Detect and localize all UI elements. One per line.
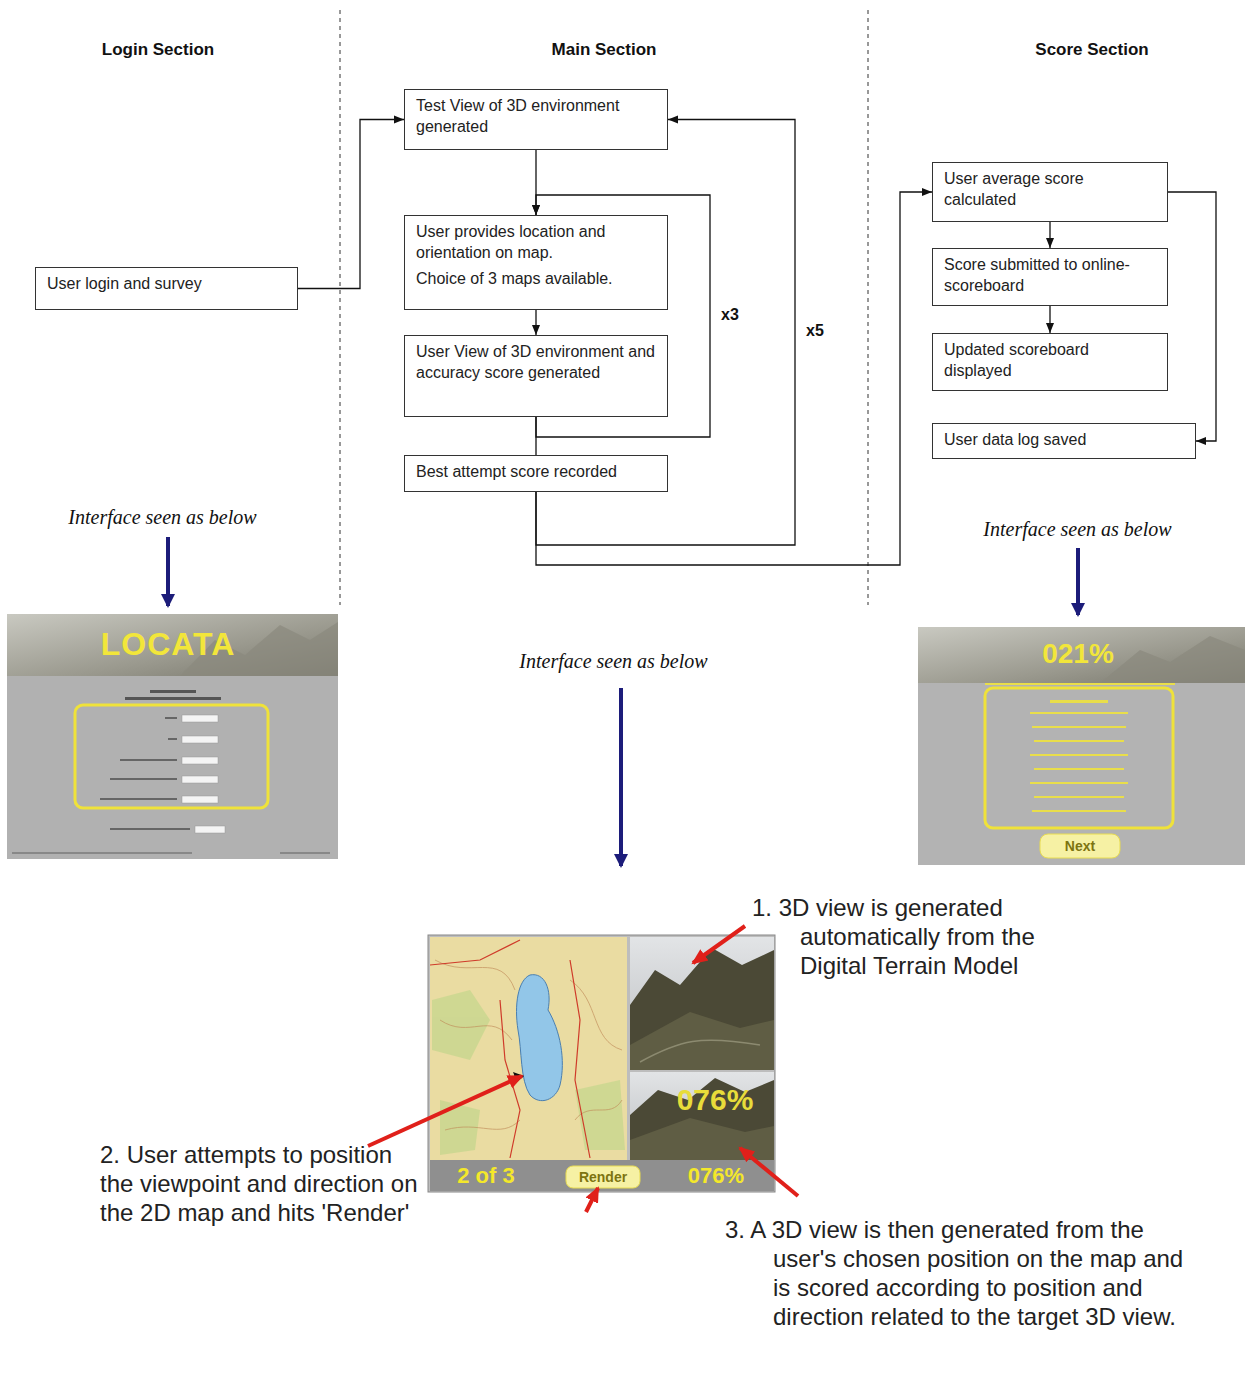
- process-box: User login and survey: [35, 267, 298, 310]
- connector: [535, 310, 536, 335]
- process-box: Updated scoreboard displayed: [932, 333, 1168, 391]
- interface-note: Interface seen as below: [40, 506, 285, 529]
- next-button: Next: [1040, 835, 1120, 857]
- process-box: Test View of 3D environment generated: [404, 89, 668, 150]
- interface-note: Interface seen as below: [955, 518, 1200, 541]
- section-heading: Score Section: [1030, 40, 1154, 60]
- app-logo: LOCATA: [88, 626, 248, 663]
- box-text: Best attempt score recorded: [416, 461, 656, 482]
- score-percent: 076%: [660, 1083, 770, 1117]
- box-text: User average score calculated: [944, 168, 1156, 210]
- process-box: Best attempt score recorded: [404, 455, 668, 492]
- box-text: Score submitted to online-scoreboard: [944, 254, 1156, 296]
- loop-count: x5: [804, 322, 826, 340]
- score-screenshot: [918, 627, 1245, 865]
- box-text: User login and survey: [47, 273, 286, 294]
- annotation: 3. A 3D view is then generated from the …: [725, 1215, 1205, 1331]
- login-screenshot: [7, 614, 338, 859]
- score-percent: 021%: [1018, 638, 1138, 670]
- process-box: User provides location and orientation o…: [404, 215, 668, 310]
- main-screenshot: [428, 935, 775, 1192]
- connector: [535, 417, 536, 455]
- annotation: 2. User attempts to position the viewpoi…: [100, 1140, 420, 1227]
- connector: [1049, 306, 1050, 333]
- score-percent: 076%: [666, 1163, 766, 1189]
- attempt-counter: 2 of 3: [436, 1163, 536, 1189]
- leader-arrows: [368, 926, 798, 1212]
- render-button: Render: [566, 1166, 640, 1188]
- box-text: Choice of 3 maps available.: [416, 268, 656, 289]
- process-box: Score submitted to online-scoreboard: [932, 248, 1168, 306]
- interface-note: Interface seen as below: [491, 650, 736, 673]
- annotation: 1. 3D view is generated automatically fr…: [752, 893, 1098, 980]
- section-heading: Login Section: [100, 40, 216, 60]
- box-text: User data log saved: [944, 429, 1184, 450]
- section-dividers: [340, 10, 868, 605]
- box-text: Test View of 3D environment generated: [416, 95, 656, 137]
- process-box: User data log saved: [932, 423, 1196, 459]
- box-text: User View of 3D environment and accuracy…: [416, 341, 656, 383]
- section-heading: Main Section: [546, 40, 662, 60]
- connector: [1049, 222, 1050, 248]
- box-text: Updated scoreboard displayed: [944, 339, 1156, 381]
- loop-count: x3: [719, 306, 741, 324]
- process-box: User average score calculated: [932, 162, 1168, 222]
- connector: [298, 120, 404, 289]
- box-text: User provides location and orientation o…: [416, 221, 656, 263]
- connector: [1168, 192, 1216, 441]
- process-box: User View of 3D environment and accuracy…: [404, 335, 668, 417]
